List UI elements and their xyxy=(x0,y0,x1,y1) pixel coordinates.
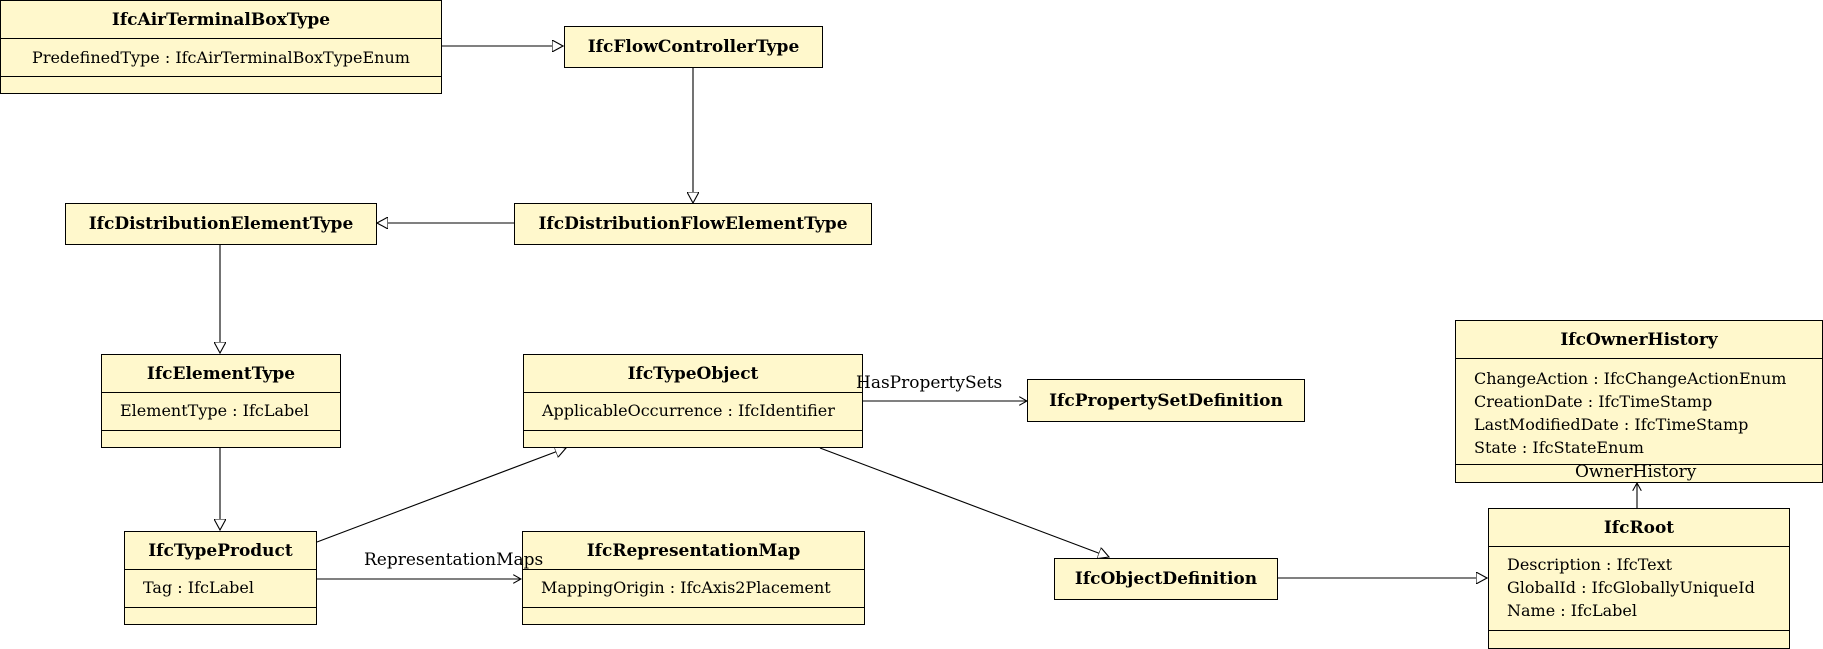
class-attributes: ChangeAction : IfcChangeActionEnum Creat… xyxy=(1456,358,1822,464)
association-label-representation-maps: RepresentationMaps xyxy=(364,550,544,570)
class-attributes: ElementType : IfcLabel xyxy=(102,392,340,430)
attribute: State : IfcStateEnum xyxy=(1474,438,1644,457)
attribute: CreationDate : IfcTimeStamp xyxy=(1474,392,1713,411)
class-ifc-air-terminal-box-type: IfcAirTerminalBoxType PredefinedType : I… xyxy=(0,0,442,94)
class-name: IfcTypeObject xyxy=(627,363,759,384)
attribute: ApplicableOccurrence : IfcIdentifier xyxy=(542,401,835,420)
attribute: Description : IfcText xyxy=(1507,555,1673,574)
class-attributes: PredefinedType : IfcAirTerminalBoxTypeEn… xyxy=(1,38,441,76)
class-operations xyxy=(1,76,441,93)
generalization-typeobject-to-objectdefinition xyxy=(819,447,1109,557)
class-operations xyxy=(1489,630,1789,648)
class-ifc-owner-history: IfcOwnerHistory ChangeAction : IfcChange… xyxy=(1455,320,1823,483)
generalization-typeproduct-to-typeobject xyxy=(316,448,566,543)
attribute: Tag : IfcLabel xyxy=(143,578,254,597)
class-ifc-element-type: IfcElementType ElementType : IfcLabel xyxy=(101,354,341,448)
attribute: Name : IfcLabel xyxy=(1507,601,1637,620)
class-name: IfcRoot xyxy=(1603,517,1675,538)
class-name: IfcOwnerHistory xyxy=(1560,329,1718,350)
attribute: LastModifiedDate : IfcTimeStamp xyxy=(1474,415,1749,434)
class-attributes: Tag : IfcLabel xyxy=(125,569,316,607)
class-name: IfcAirTerminalBoxType xyxy=(111,9,331,30)
class-name: IfcTypeProduct xyxy=(148,540,293,561)
class-operations xyxy=(524,430,862,447)
attribute: ElementType : IfcLabel xyxy=(120,401,309,420)
class-ifc-property-set-definition: IfcPropertySetDefinition xyxy=(1027,379,1305,422)
class-operations xyxy=(523,607,864,624)
class-operations xyxy=(125,607,316,624)
class-ifc-type-product: IfcTypeProduct Tag : IfcLabel xyxy=(124,531,317,625)
class-name: IfcRepresentationMap xyxy=(586,540,801,561)
association-label-has-property-sets: HasPropertySets xyxy=(856,373,1003,393)
class-name: IfcObjectDefinition xyxy=(1074,569,1258,589)
class-ifc-representation-map: IfcRepresentationMap MappingOrigin : Ifc… xyxy=(522,531,865,625)
class-ifc-distribution-element-type: IfcDistributionElementType xyxy=(65,203,377,245)
class-ifc-type-object: IfcTypeObject ApplicableOccurrence : Ifc… xyxy=(523,354,863,448)
attribute: ChangeAction : IfcChangeActionEnum xyxy=(1474,369,1787,388)
class-attributes: ApplicableOccurrence : IfcIdentifier xyxy=(524,392,862,430)
class-name: IfcFlowControllerType xyxy=(587,37,800,57)
class-ifc-flow-controller-type: IfcFlowControllerType xyxy=(564,26,823,68)
attribute: PredefinedType : IfcAirTerminalBoxTypeEn… xyxy=(32,48,410,67)
class-name: IfcDistributionElementType xyxy=(88,214,354,234)
attribute: MappingOrigin : IfcAxis2Placement xyxy=(541,578,831,597)
class-attributes: Description : IfcText GlobalId : IfcGlob… xyxy=(1489,546,1789,630)
class-attributes: MappingOrigin : IfcAxis2Placement xyxy=(523,569,864,607)
class-name: IfcPropertySetDefinition xyxy=(1049,390,1283,411)
association-label-owner-history: OwnerHistory xyxy=(1575,462,1697,482)
class-operations xyxy=(102,430,340,447)
class-ifc-distribution-flow-element-type: IfcDistributionFlowElementType xyxy=(514,203,872,245)
class-operations xyxy=(1456,464,1822,482)
attribute: GlobalId : IfcGloballyUniqueId xyxy=(1507,578,1755,597)
class-name: IfcElementType xyxy=(146,363,296,384)
class-name: IfcDistributionFlowElementType xyxy=(538,214,848,234)
class-ifc-object-definition: IfcObjectDefinition xyxy=(1054,558,1278,600)
class-ifc-root: IfcRoot Description : IfcText GlobalId :… xyxy=(1488,508,1790,649)
